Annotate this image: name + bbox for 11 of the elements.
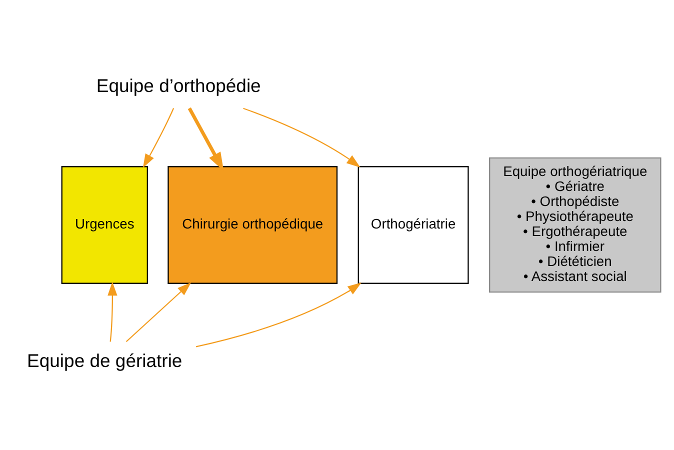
arrow [108, 282, 118, 342]
node-box: Orthogériatrie [358, 166, 469, 284]
node-box: Chirurgie orthopédique [168, 166, 338, 284]
arrow [196, 282, 362, 348]
arrow [243, 108, 360, 168]
node-box: Urgences [61, 166, 148, 284]
arrow [142, 108, 174, 168]
node-text: Equipe d’orthopédie [96, 74, 261, 96]
arrow [126, 282, 192, 342]
node-box: Equipe orthogériatrique • Gériatre • Orthopédiste • Physiothérapeute • Ergothérapeute • Infirmier • Diététicien • Assistant social [489, 157, 662, 293]
node-text: Equipe de gériatrie [27, 350, 182, 371]
